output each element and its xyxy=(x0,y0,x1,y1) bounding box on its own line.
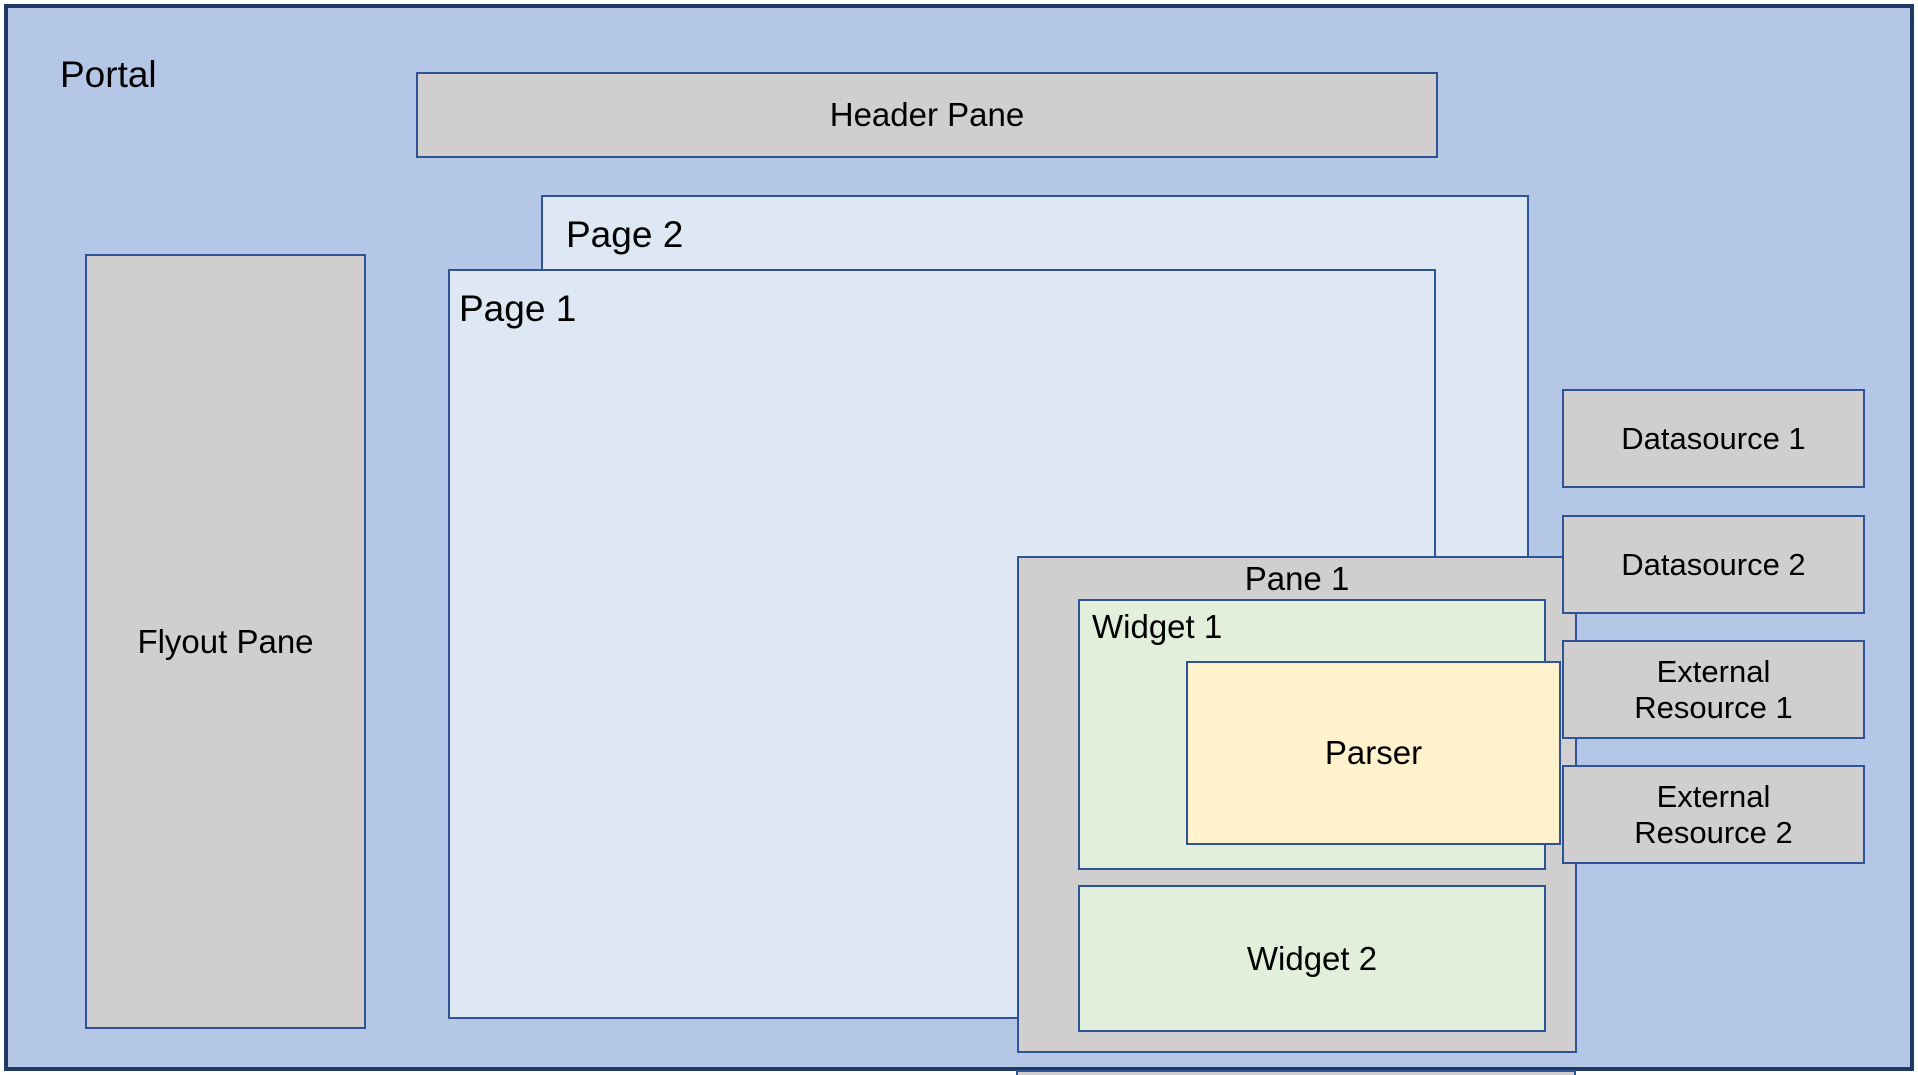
datasource-1-box: Datasource 1 xyxy=(1562,389,1865,488)
page-1-label: Page 1 xyxy=(459,288,577,329)
header-pane-box: Header Pane xyxy=(416,72,1438,158)
pane-1-container: Pane 1 Widget 1 Parser Widget 2 xyxy=(1017,556,1577,1053)
external-resource-2-box: External Resource 2 xyxy=(1562,765,1865,864)
page-2-label: Page 2 xyxy=(566,214,684,255)
portal-container: Portal Flyout Pane Header Pane Page 2 Pa… xyxy=(4,4,1914,1075)
widget-1-label: Widget 1 xyxy=(1092,608,1223,645)
widget-2-box: Widget 2 xyxy=(1078,885,1546,1032)
page-1-container: Page 1 Pane 1 Widget 1 Parser Widget 2 P… xyxy=(448,269,1577,1075)
widget-1-container: Widget 1 Parser xyxy=(1078,599,1561,870)
pane-1-label: Pane 1 xyxy=(1244,560,1350,597)
portal-label: Portal xyxy=(60,54,157,95)
external-resource-1-box: External Resource 1 xyxy=(1562,640,1865,739)
parser-box: Parser xyxy=(1186,661,1561,845)
pane-2-box: Pane 2 xyxy=(1016,1070,1576,1075)
datasource-2-box: Datasource 2 xyxy=(1562,515,1865,614)
flyout-pane-box: Flyout Pane xyxy=(85,254,366,1029)
